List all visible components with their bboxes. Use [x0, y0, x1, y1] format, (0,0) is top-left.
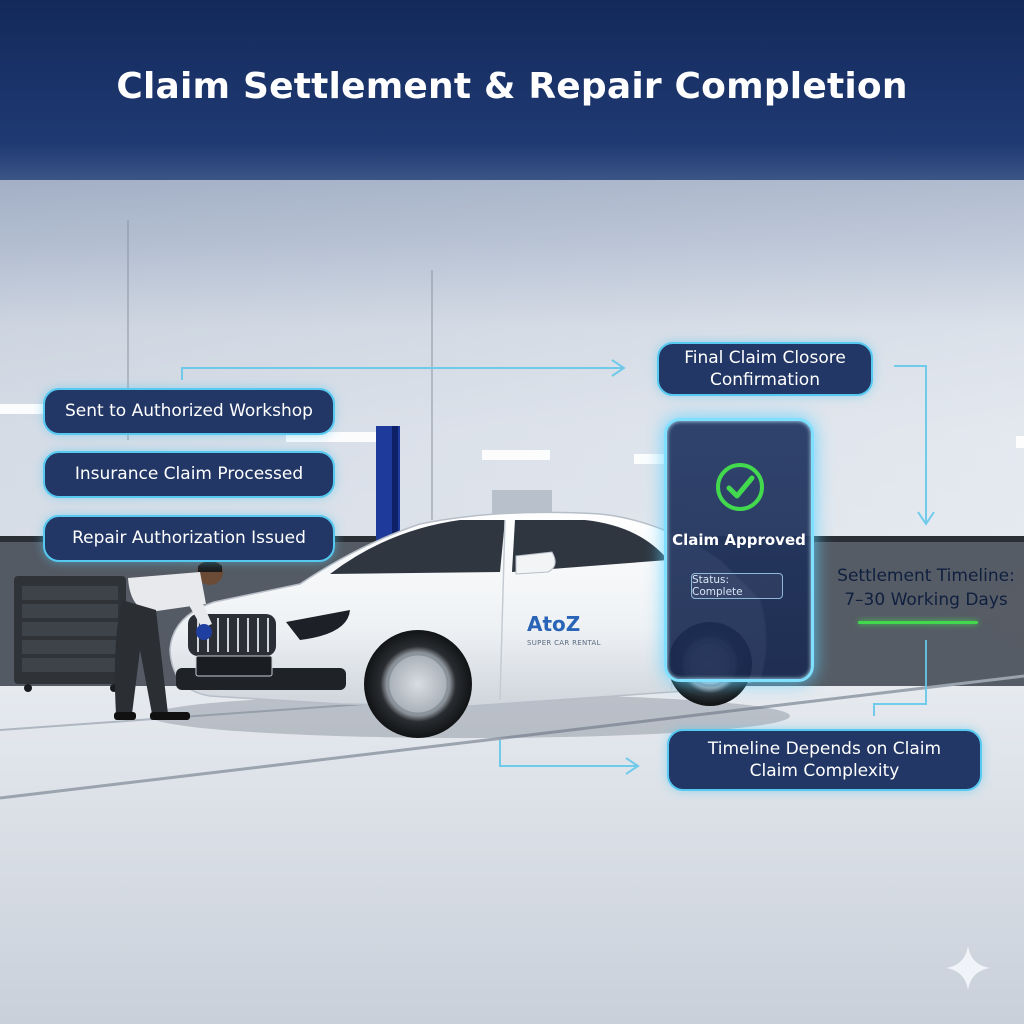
step-claim-processed: Insurance Claim Processed [43, 451, 335, 498]
approval-tablet: Claim Approved Status: Complete [664, 418, 814, 682]
page-title: Claim Settlement & Repair Completion [116, 66, 908, 107]
step-label: Sent to Authorized Workshop [65, 401, 313, 422]
settlement-timeline: Settlement Timeline: 7–30 Working Days [837, 566, 1015, 610]
white-sedan [150, 511, 790, 738]
flow-connectors [181, 359, 935, 775]
final-claim-confirmation: Final Claim Closore Confirmation [657, 342, 873, 396]
step-sent-to-workshop: Sent to Authorized Workshop [43, 388, 335, 435]
check-circle-icon [716, 463, 764, 511]
sparkle-icon [946, 946, 990, 990]
complexity-label: Timeline Depends on Claim Claim Complexi… [707, 738, 942, 781]
final-confirmation-label: Final Claim Closore Confirmation [684, 347, 846, 390]
mechanic [114, 559, 223, 720]
car-brand-logo: AtoZ [527, 612, 581, 636]
timeline-complexity-note: Timeline Depends on Claim Claim Complexi… [667, 729, 982, 791]
car-brand-tagline: SUPER CAR RENTAL [527, 639, 601, 647]
status-badge: Status: Complete [691, 573, 783, 599]
tool-cabinet [14, 576, 126, 692]
step-label: Insurance Claim Processed [74, 464, 304, 485]
claim-approved-label: Claim Approved [672, 531, 806, 549]
step-label: Repair Authorization Issued [72, 528, 306, 549]
timeline-underline [858, 621, 978, 624]
step-repair-authorization: Repair Authorization Issued [43, 515, 335, 562]
